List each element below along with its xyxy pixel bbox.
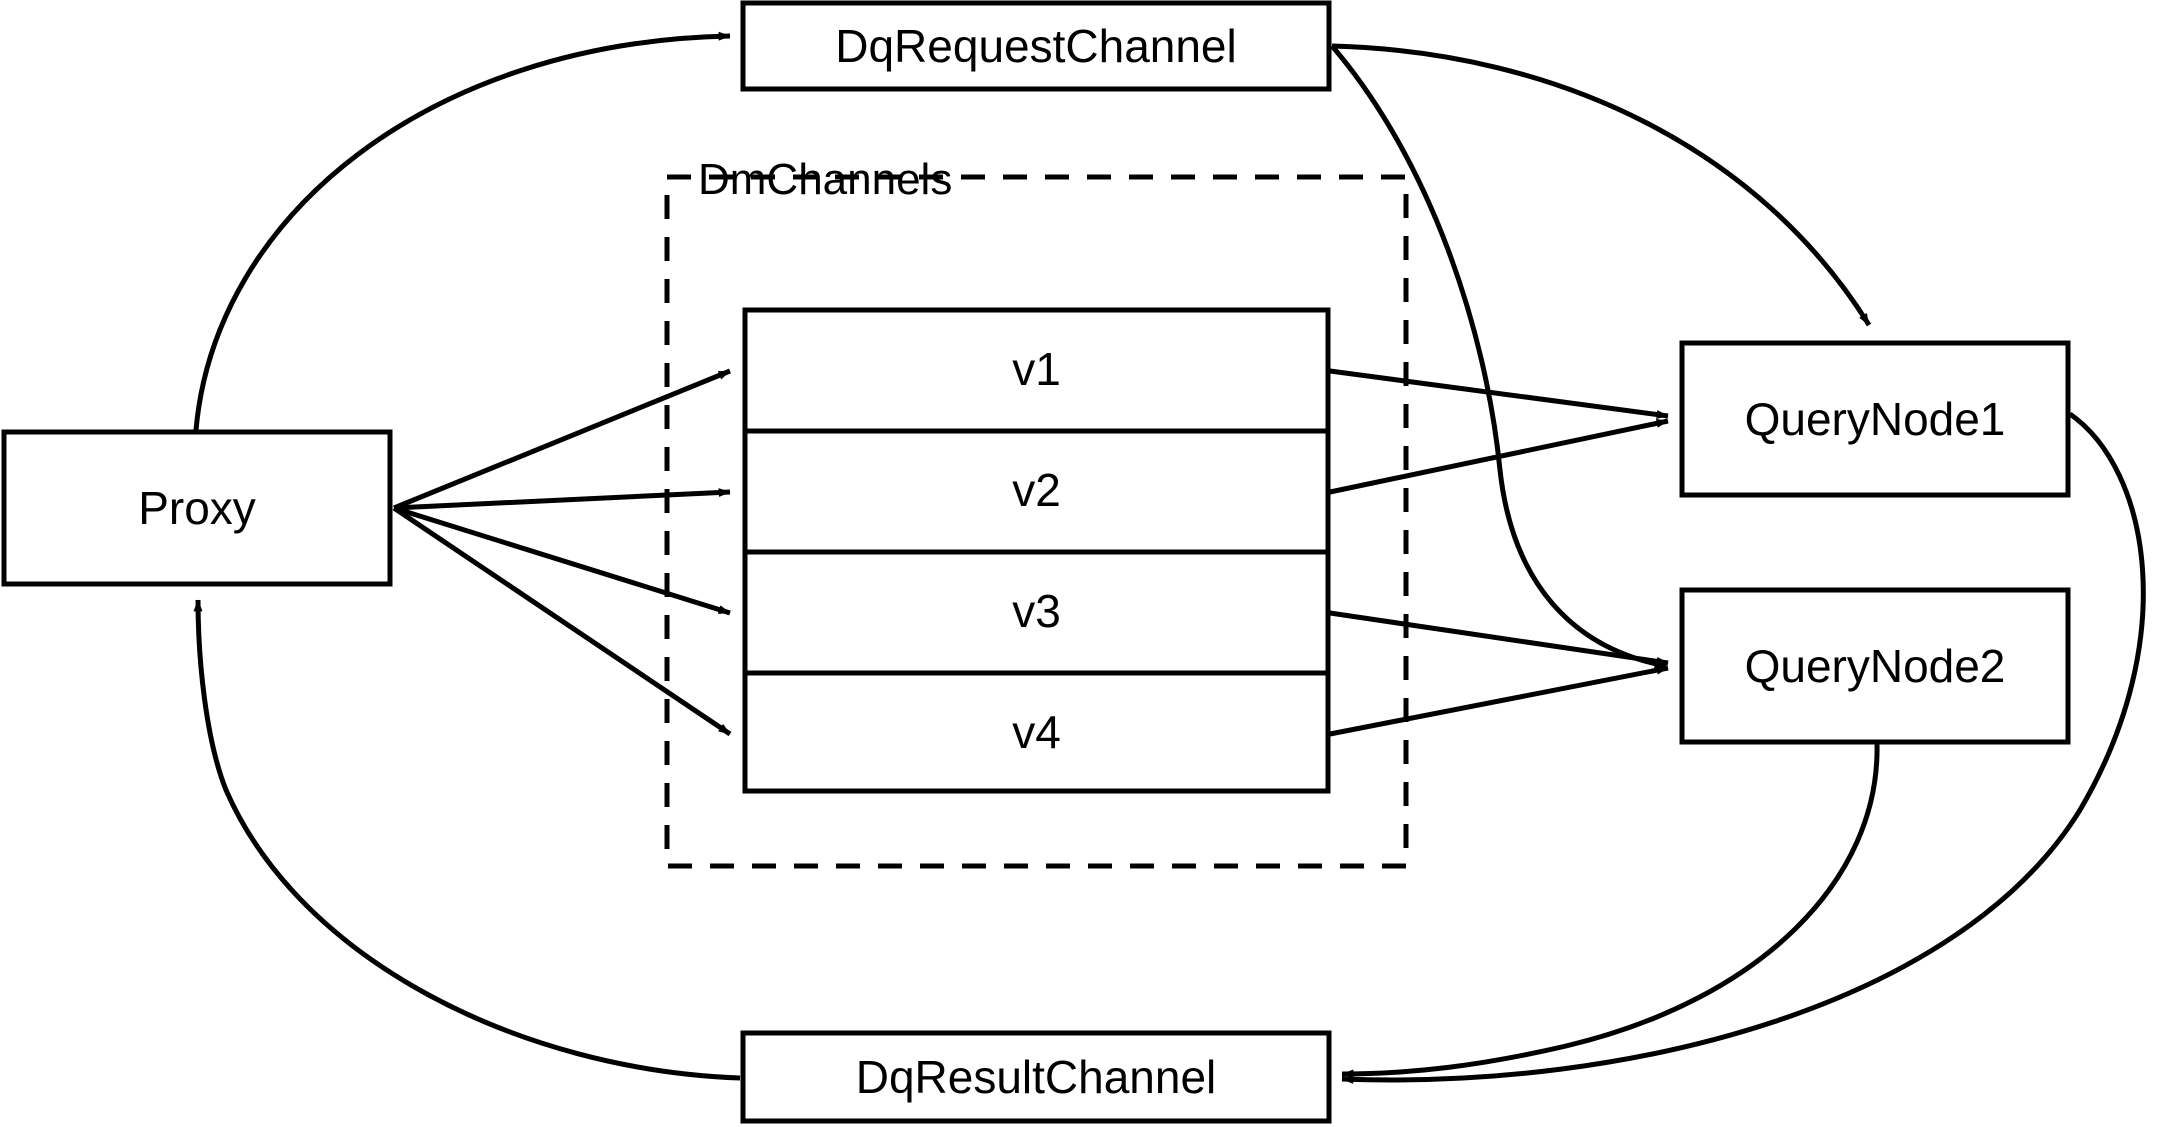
node-box-query-node-1[interactable] xyxy=(1679,340,2071,498)
node-box-dq-request-channel[interactable] xyxy=(740,0,1332,92)
edge-proxy-to-v3 xyxy=(393,505,731,616)
edge-proxy-to-v2 xyxy=(393,488,731,511)
edge-layer xyxy=(193,31,2146,1084)
node-box-proxy[interactable] xyxy=(1,429,393,587)
edge-v3-to-query-node-2 xyxy=(1329,610,1669,666)
edge-proxy-to-v4 xyxy=(392,505,732,737)
edge-dq-request-to-query-node-2 xyxy=(1330,44,1667,669)
edge-dq-result-channel-to-proxy xyxy=(193,599,741,1081)
edge-v1-to-query-node-1 xyxy=(1329,368,1669,419)
edge-v4-to-query-node-2 xyxy=(1329,665,1669,737)
edge-proxy-to-dq-request-channel xyxy=(193,31,731,431)
table-row-v2[interactable] xyxy=(742,428,1331,555)
edge-query-node-1-to-dq-result-channel xyxy=(1341,411,2146,1084)
table-row-v4[interactable] xyxy=(742,670,1331,794)
node-boxes xyxy=(1,0,2071,1124)
dm-channel-table xyxy=(742,307,1331,794)
node-box-dq-result-channel[interactable] xyxy=(740,1030,1332,1124)
edge-dq-request-to-query-node-1 xyxy=(1331,43,1872,327)
table-row-v3[interactable] xyxy=(742,549,1331,676)
node-box-query-node-2[interactable] xyxy=(1679,587,2071,745)
edge-query-node-2-to-dq-result-channel xyxy=(1341,743,1880,1079)
edge-proxy-to-v1 xyxy=(393,368,731,511)
table-row-v1[interactable] xyxy=(742,307,1331,434)
